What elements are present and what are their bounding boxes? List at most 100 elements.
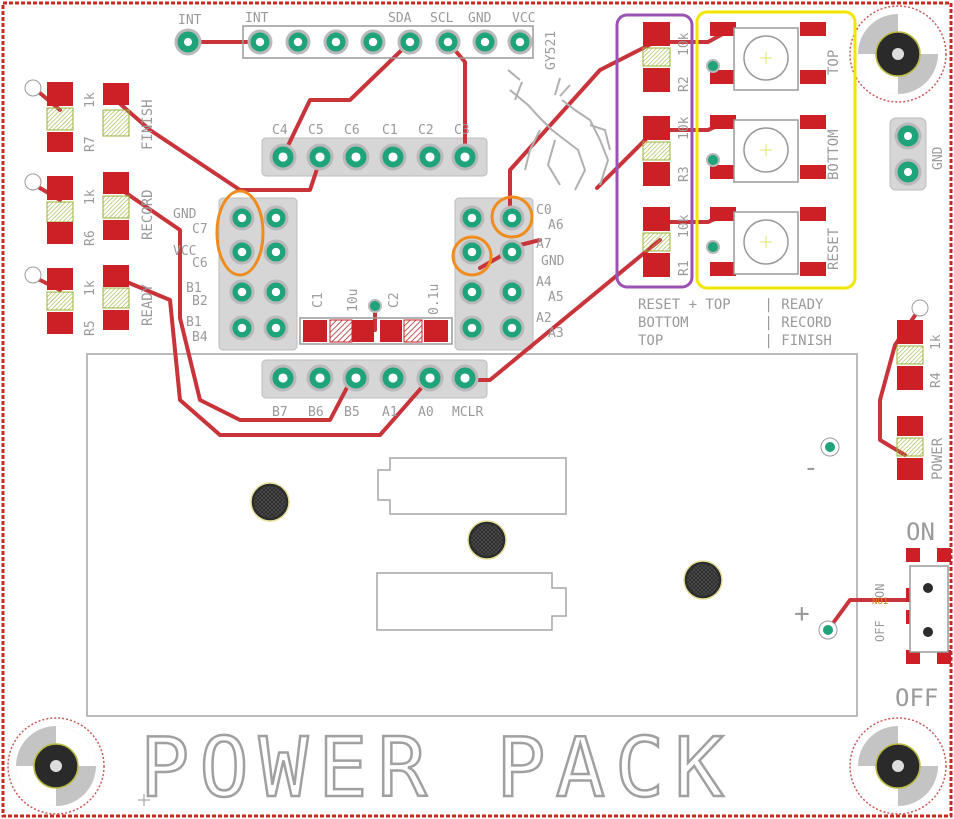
push-button-reset[interactable]: RESET [706, 207, 842, 276]
through-hole-pads [229, 29, 533, 392]
power-label: POWER [930, 437, 946, 480]
resistor-name: R5 [83, 320, 98, 336]
battery-minus: - [803, 453, 819, 483]
resistor-value: 10k [677, 116, 692, 140]
pin-hole [467, 213, 477, 223]
gy521-header: INT GY521 INT SDA SCL GND VCC [174, 11, 559, 70]
socket-label: GND [541, 254, 565, 269]
socket-label: A3 [548, 326, 564, 341]
pin-hole [271, 323, 281, 333]
pullup-resistors: 10k R2 10k R3 10k R1 [642, 22, 692, 277]
pin-hole [351, 152, 361, 162]
battery-plus: + [794, 599, 810, 629]
led-row-finish: 1k R7 FINISH [24, 79, 156, 152]
resistor-value: 1k [83, 92, 98, 108]
socket-label: B2 [192, 294, 208, 309]
gnd-header: GND [889, 117, 946, 191]
resistor-name: R4 [929, 372, 944, 388]
pin-hole [467, 247, 477, 257]
switch-on-label: ON [906, 518, 935, 546]
switch-off-label: OFF [895, 684, 938, 712]
pin-hole [237, 213, 247, 223]
resistor-value: 1k [83, 189, 98, 205]
bottom-header-label: B6 [308, 405, 324, 420]
cap-header-label: C4 [272, 123, 288, 138]
pin-hole [271, 247, 281, 257]
cap-header-label: C5 [308, 123, 324, 138]
pin-hole [467, 287, 477, 297]
socket-label: C0 [536, 203, 552, 218]
highlight-orange-gnd [451, 235, 493, 277]
pin-hole [293, 37, 303, 47]
legend-line: RESET + TOP | READY [638, 297, 824, 313]
battery-slot-bottom [376, 572, 567, 631]
pin-hole [507, 247, 517, 257]
pin-hole [271, 287, 281, 297]
mounting-hole-top-right [849, 5, 947, 103]
gy521-label: GY521 [544, 31, 559, 70]
resistor-name: R1 [677, 260, 692, 276]
cap-header-label: C2 [418, 123, 434, 138]
pin-hole [278, 152, 288, 162]
push-button-bottom[interactable]: BOTTOM [706, 115, 842, 183]
button-label: RESET [826, 227, 842, 270]
highlight-orange-c0 [490, 195, 534, 239]
pin-hole [237, 323, 247, 333]
bottom-header-label: B7 [272, 405, 288, 420]
pin-hole [278, 373, 288, 383]
pin-hole [255, 37, 265, 47]
bottom-header-label: A1 [382, 405, 398, 420]
highlight-yellow-buttons [695, 10, 857, 290]
resistor-value: 10k [677, 32, 692, 56]
socket-label: C7 [192, 222, 208, 237]
pin-hole [405, 37, 415, 47]
cap-value: 0.1u [427, 284, 442, 315]
socket-label: B1 [186, 281, 202, 296]
cap-value: 10u [346, 289, 361, 312]
resistor-name: R6 [83, 230, 98, 246]
switch-off-small: OFF [873, 620, 887, 642]
pin-hole [425, 152, 435, 162]
pin-hole [315, 152, 325, 162]
socket-label: B4 [192, 330, 208, 345]
socket-label: A4 [536, 275, 552, 290]
battery-terminals: - + [794, 437, 840, 640]
led-label: FINISH [140, 99, 156, 150]
resistor-value: 1k [83, 280, 98, 296]
legend-line: BOTTOM | RECORD [638, 315, 832, 331]
led-label: READY [140, 283, 156, 326]
pin-hole [467, 323, 477, 333]
pin-hole [507, 323, 517, 333]
pin-hole [460, 373, 470, 383]
cap-label: C2 [387, 292, 402, 308]
board-title: POWER PACK [140, 721, 734, 816]
push-button-top[interactable]: TOP [706, 22, 842, 91]
battery-hole [471, 524, 503, 556]
cap-header-label: C6 [344, 123, 360, 138]
pin-hole [271, 213, 281, 223]
gy521-pin-label: SCL [430, 11, 454, 26]
socket-label: A7 [536, 237, 552, 252]
pin-hole [480, 37, 490, 47]
mounting-hole-bottom-right [849, 717, 947, 815]
led-row-ready: 1k R5 READY [24, 265, 156, 336]
mounting-hole-bottom-left [7, 717, 105, 815]
title-crosshair [138, 794, 150, 806]
pin-hole [425, 373, 435, 383]
legend-line: TOP | FINISH [638, 333, 832, 349]
socket-label: A6 [548, 218, 564, 233]
resistor-value: 1k [929, 334, 944, 350]
pin-hole [388, 152, 398, 162]
pin-hole [388, 373, 398, 383]
socket-label: A5 [548, 290, 564, 305]
led-row-record: 1k R6 RECORD [24, 172, 156, 246]
battery-holder-outline [86, 353, 858, 717]
power-switch[interactable]: ON OFF NO1 [872, 548, 951, 664]
cap-label: C1 [311, 292, 326, 308]
pin-hole [315, 373, 325, 383]
battery-hole [254, 486, 286, 518]
switch-pad-label: NO1 [872, 597, 888, 607]
led-label: RECORD [140, 189, 156, 240]
